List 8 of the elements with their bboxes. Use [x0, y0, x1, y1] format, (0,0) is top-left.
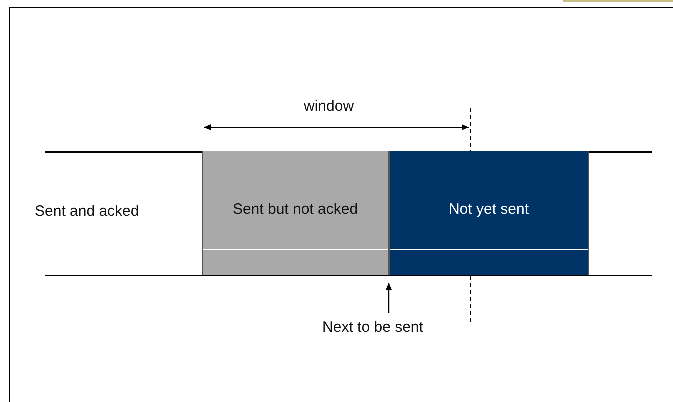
region-label: Sent and acked — [35, 203, 140, 220]
segment-label: Sent but not acked — [232, 201, 358, 218]
dimension-label: window — [304, 98, 354, 115]
pointer-arrow — [386, 283, 392, 313]
segment-label: Not yet sent — [448, 201, 530, 218]
pointer-label: Next to be sent — [322, 318, 424, 336]
segment-box — [389, 151, 589, 275]
segment-box — [202, 151, 389, 275]
